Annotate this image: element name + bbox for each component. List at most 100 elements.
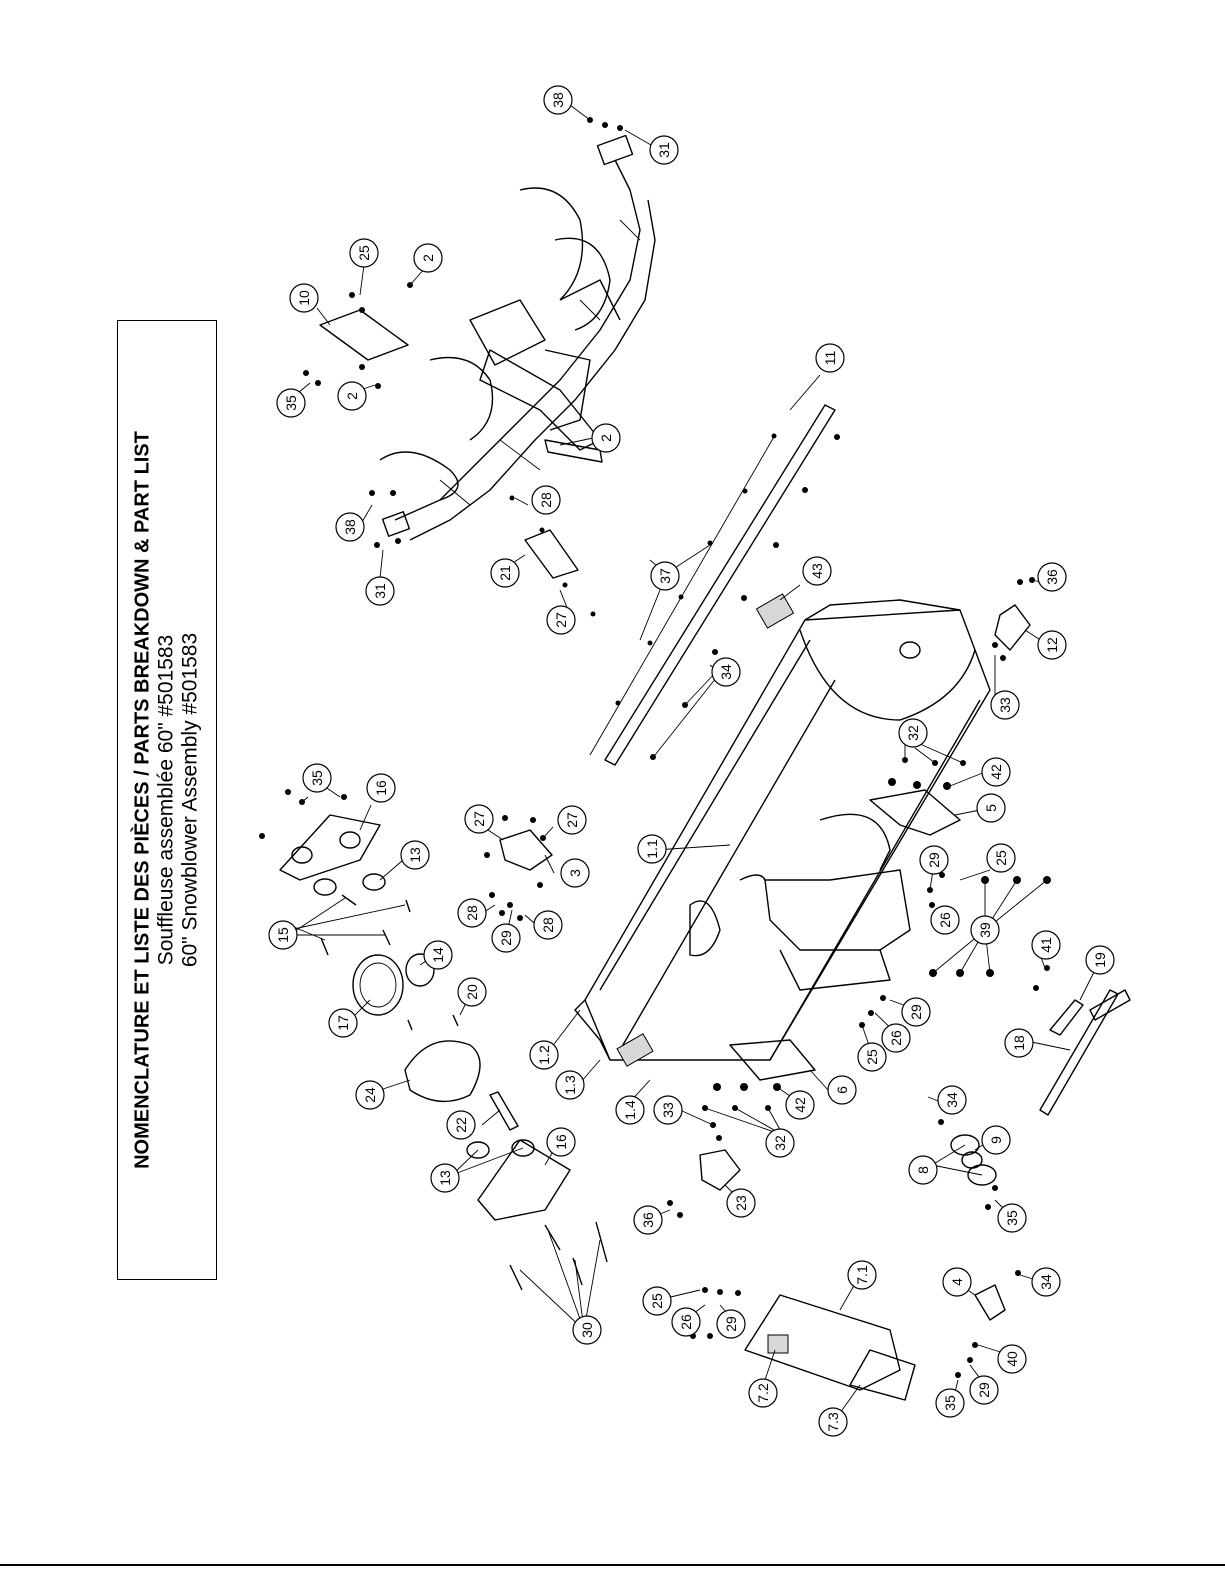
part-13-bearing-a [313, 878, 337, 896]
part-16-upper-plate [279, 814, 381, 881]
callout-number: 22 [453, 1117, 469, 1133]
part-30-rods [509, 1221, 608, 1291]
part-14-sprocket [405, 953, 435, 987]
callout-8: 8 [908, 1155, 938, 1185]
callout-6: 6 [827, 1075, 857, 1105]
callout-number: 28 [540, 917, 556, 933]
callout-number: 34 [718, 664, 734, 680]
callout-33: 33 [990, 690, 1020, 720]
callout-number: 27 [471, 811, 487, 827]
callout-29: 29 [716, 1309, 746, 1339]
callout-25: 25 [642, 1286, 672, 1316]
callout-14: 14 [423, 940, 453, 970]
callout-1-4: 1.4 [615, 1095, 645, 1125]
callout-number: 35 [1004, 1210, 1020, 1226]
hardware-fasteners [259, 117, 1051, 1378]
callout-36: 36 [633, 1205, 663, 1235]
callout-38: 38 [543, 85, 573, 115]
callout-36: 36 [1037, 562, 1067, 592]
callout-number: 40 [1004, 1351, 1020, 1367]
callout-number: 29 [498, 930, 514, 946]
callout-number: 24 [362, 1087, 378, 1103]
part-20-pins [407, 1014, 459, 1031]
part-7-chute [744, 1294, 901, 1391]
callout-number: 4 [949, 1278, 965, 1286]
callout-2: 2 [413, 243, 443, 273]
callout-number: 29 [976, 1382, 992, 1398]
callout-number: 33 [997, 697, 1013, 713]
title-box: NOMENCLATURE ET LISTE DES PIÈCES / PARTS… [117, 320, 217, 1280]
callout-number: 36 [640, 1212, 656, 1228]
callout-41: 41 [1031, 930, 1061, 960]
callout-number: 35 [942, 1395, 958, 1411]
callout-number: 8 [915, 1166, 931, 1174]
callout-42: 42 [981, 757, 1011, 787]
callout-number: 6 [834, 1086, 850, 1094]
callout-number: 41 [1038, 937, 1054, 953]
callout-number: 25 [649, 1293, 665, 1309]
callout-39: 39 [970, 915, 1000, 945]
callout-32: 32 [765, 1128, 795, 1158]
callout-number: 30 [579, 1322, 595, 1338]
callout-number: 7.2 [755, 1383, 771, 1403]
callout-number: 43 [809, 563, 825, 579]
callout-11: 11 [815, 343, 845, 373]
part-21-plate [524, 529, 579, 579]
callout-15: 15 [268, 920, 298, 950]
callout-2: 2 [591, 423, 621, 453]
part-5-bracket [869, 789, 961, 836]
callout-number: 35 [283, 395, 299, 411]
callout-25: 25 [349, 238, 379, 268]
callout-29: 29 [901, 997, 931, 1027]
callout-number: 32 [772, 1135, 788, 1151]
callout-31: 31 [365, 576, 395, 606]
callout-number: 28 [538, 492, 554, 508]
callout-2: 2 [337, 381, 367, 411]
callout-34: 34 [711, 657, 741, 687]
callout-27: 27 [464, 804, 494, 834]
callout-22: 22 [446, 1110, 476, 1140]
callout-26: 26 [881, 1023, 911, 1053]
callout-34: 34 [937, 1085, 967, 1115]
callout-number: 29 [908, 1004, 924, 1020]
callout-number: 37 [657, 568, 673, 584]
callout-number: 33 [660, 1102, 676, 1118]
part-11-shaft [604, 404, 836, 766]
callout-number: 3 [567, 869, 583, 877]
callout-number: 34 [944, 1092, 960, 1108]
callout-number: 42 [988, 764, 1004, 780]
callout-34: 34 [1031, 1267, 1061, 1297]
callout-35: 35 [935, 1388, 965, 1418]
callout-number: 1.4 [622, 1100, 638, 1120]
callout-number: 27 [564, 812, 580, 828]
callout-number: 12 [1044, 637, 1060, 653]
callout-17: 17 [328, 1008, 358, 1038]
callout-35: 35 [997, 1203, 1027, 1233]
callout-35: 35 [302, 763, 332, 793]
callout-number: 29 [723, 1316, 739, 1332]
part-16-lower-plate [477, 1139, 571, 1221]
part-22-shaft [489, 1091, 519, 1131]
callout-number: 11 [822, 351, 838, 366]
callout-number: 19 [1092, 952, 1108, 968]
callout-9: 9 [981, 1125, 1011, 1155]
callout-number: 2 [598, 434, 614, 442]
callout-18: 18 [1004, 1028, 1034, 1058]
callout-26: 26 [671, 1307, 701, 1337]
callout-37: 37 [650, 561, 680, 591]
callout-21: 21 [490, 558, 520, 588]
callout-number: 20 [464, 984, 480, 1000]
callout-7-1: 7.1 [847, 1260, 877, 1290]
callout-number: 31 [372, 583, 388, 599]
callout-7-2: 7.2 [748, 1378, 778, 1408]
callout-35: 35 [276, 388, 306, 418]
callout-number: 2 [420, 254, 436, 262]
callout-number: 42 [792, 1097, 808, 1113]
callout-28: 28 [457, 898, 487, 928]
callout-1-2: 1.2 [529, 1040, 559, 1070]
callout-12: 12 [1037, 630, 1067, 660]
callout-number: 16 [373, 780, 389, 796]
callout-number: 27 [553, 612, 569, 628]
part-13-bearing-b [362, 873, 386, 891]
main-housing [574, 593, 991, 1067]
